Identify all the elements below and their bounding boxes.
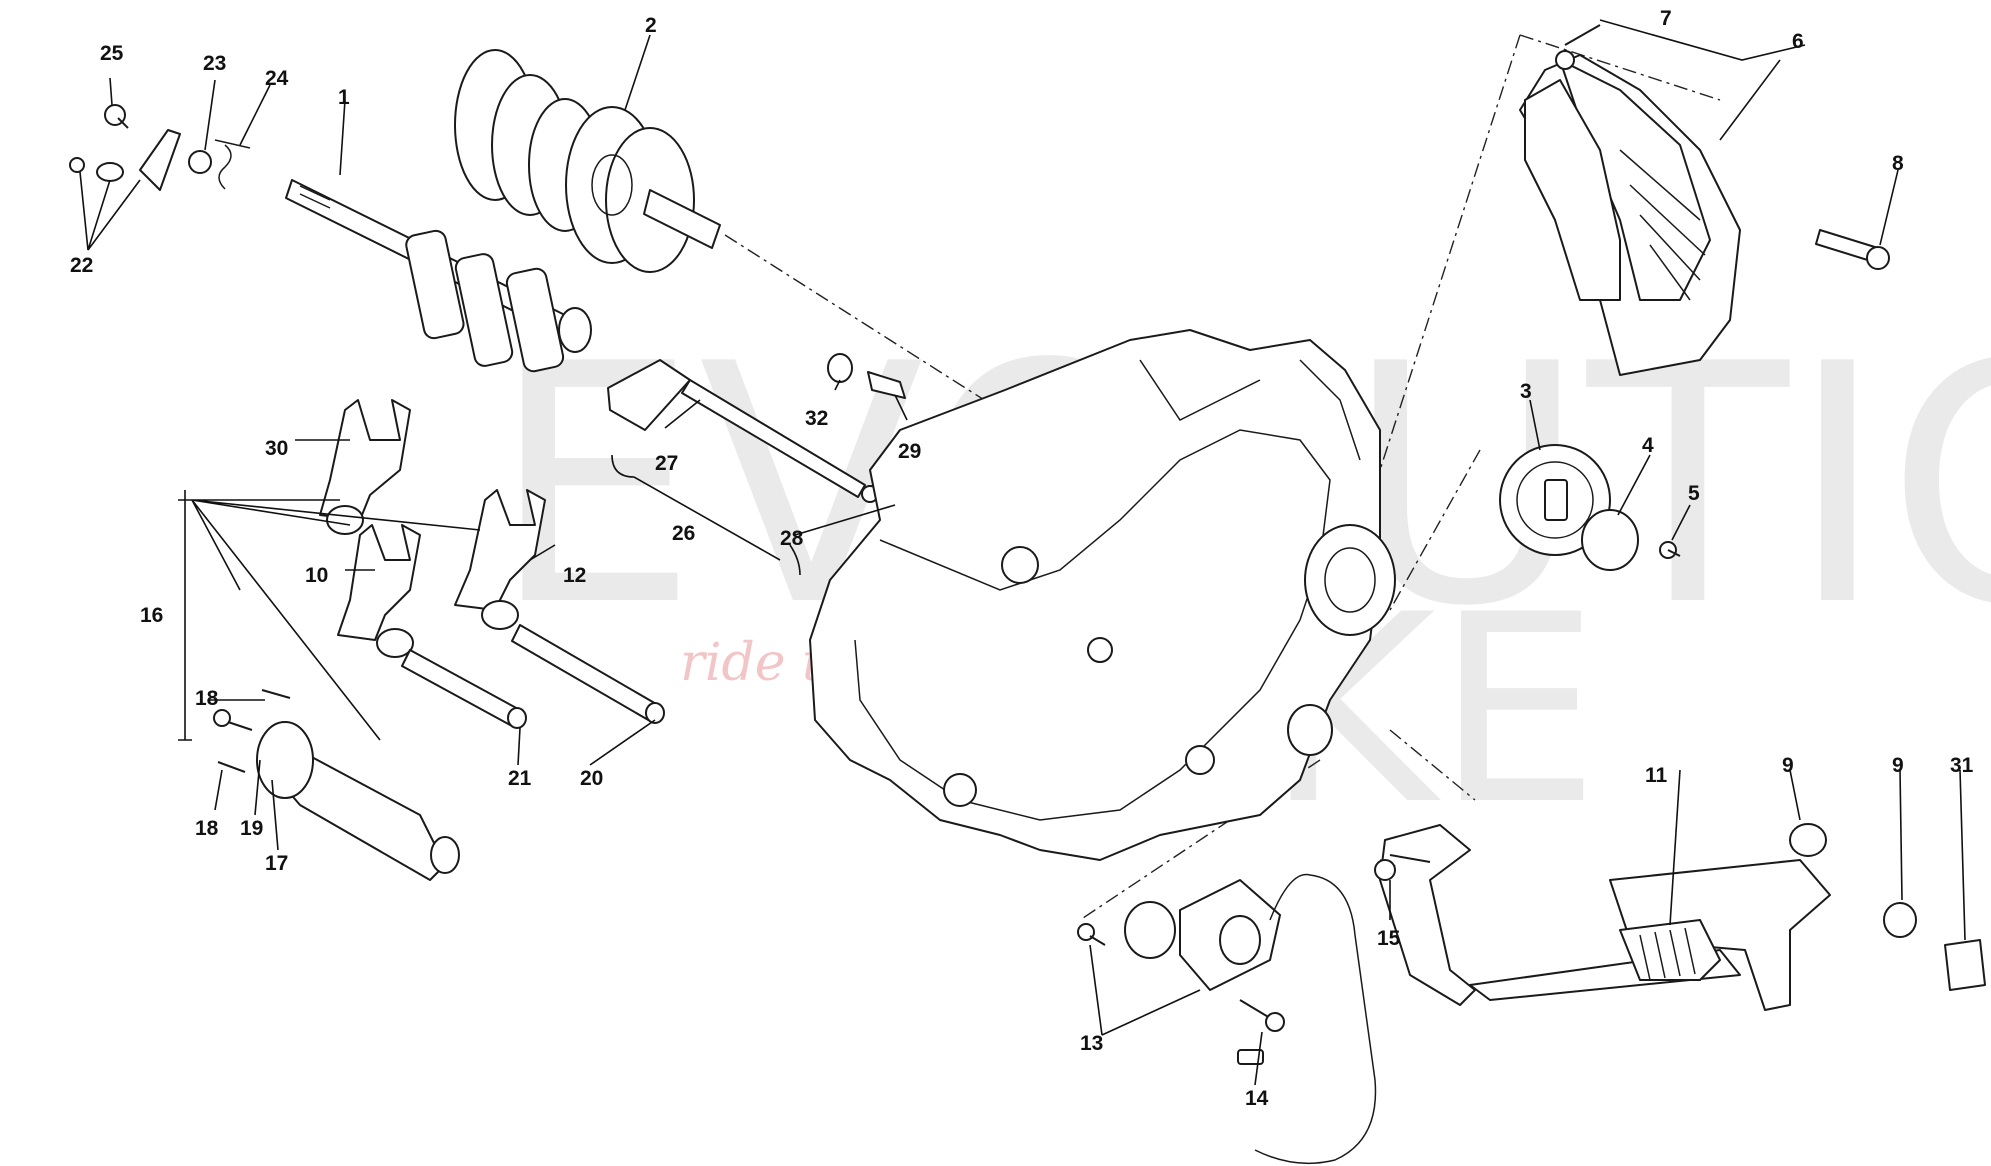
shift-drum — [213, 689, 460, 881]
gear-position-sensor — [1077, 873, 1377, 1165]
callout-13: 13 — [1080, 1032, 1103, 1055]
callout-9b: 9 — [1892, 754, 1904, 777]
callout-19: 19 — [240, 817, 263, 840]
callout-16: 16 — [140, 604, 163, 627]
callout-25: 25 — [100, 42, 124, 65]
callout-9a: 9 — [1782, 754, 1794, 777]
callout-17: 17 — [265, 852, 288, 875]
callout-22: 22 — [70, 254, 93, 277]
callout-21: 21 — [508, 767, 532, 790]
callout-6: 6 — [1792, 30, 1804, 53]
front-sprocket-assembly — [1499, 444, 1681, 571]
callout-3: 3 — [1520, 380, 1532, 403]
fork-shafts — [401, 624, 665, 729]
gearshift-lever-assembly — [1374, 823, 1986, 1011]
callout-29: 29 — [898, 440, 921, 463]
selector-spring-group — [69, 104, 251, 191]
callout-10: 10 — [305, 564, 328, 587]
sprocket-cover — [1519, 24, 1890, 376]
callout-1: 1 — [338, 86, 350, 109]
gearshift-shaft — [607, 359, 879, 576]
callout-8: 8 — [1892, 152, 1904, 175]
callout-23: 23 — [203, 52, 226, 75]
callout-15: 15 — [1377, 927, 1401, 950]
callout-32: 32 — [805, 407, 828, 430]
callout-26: 26 — [672, 522, 695, 545]
callout-labels: 1 2 3 4 5 6 7 8 9 9 10 11 12 13 14 15 16… — [70, 7, 1974, 1110]
callout-24: 24 — [265, 67, 289, 90]
crankcase — [809, 329, 1396, 861]
callout-27: 27 — [655, 452, 678, 475]
callout-30: 30 — [265, 437, 288, 460]
callout-18b: 18 — [195, 817, 219, 840]
callout-20: 20 — [580, 767, 603, 790]
callout-18a: 18 — [195, 687, 219, 710]
callout-31: 31 — [1950, 754, 1974, 777]
callout-7: 7 — [1660, 7, 1672, 30]
callout-28: 28 — [780, 527, 804, 550]
callout-12: 12 — [563, 564, 586, 587]
callout-14: 14 — [1245, 1087, 1269, 1110]
leader-lines — [79, 19, 1966, 1086]
callout-2: 2 — [645, 14, 657, 37]
shift-forks — [319, 399, 546, 658]
callout-4: 4 — [1642, 434, 1654, 457]
main-shaft — [285, 179, 592, 373]
countershaft-gear-cluster — [454, 49, 721, 273]
callout-5: 5 — [1688, 482, 1700, 505]
callout-11: 11 — [1645, 764, 1668, 787]
